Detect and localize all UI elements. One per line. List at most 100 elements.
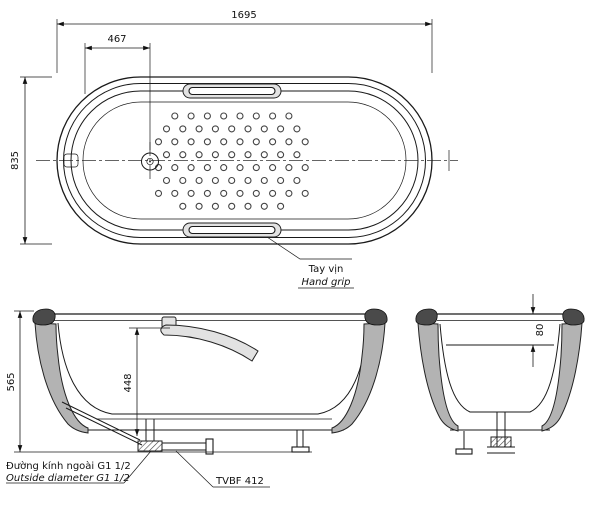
anti-slip-dot <box>252 112 260 120</box>
anti-slip-dot <box>236 189 244 197</box>
pipe-flange <box>205 438 214 455</box>
end-drain-plumbing <box>487 412 515 454</box>
anti-slip-dot <box>252 138 260 146</box>
side-right-wall-section <box>331 322 386 434</box>
anti-slip-dot <box>228 125 236 133</box>
anti-slip-dot <box>171 138 179 146</box>
anti-slip-dot <box>211 176 219 185</box>
anti-slip-dot <box>162 125 171 133</box>
anti-slip-dot <box>179 125 187 133</box>
anti-slip-dot <box>277 202 285 210</box>
anti-slip-dot <box>228 176 236 185</box>
dimension-1695: 1695 <box>56 10 433 73</box>
anti-slip-dot <box>285 112 293 120</box>
anti-slip-dot <box>162 176 171 185</box>
anti-slip-dot <box>187 164 195 172</box>
anti-slip-dot <box>260 125 268 133</box>
anti-slip-dot <box>260 176 268 185</box>
anti-slip-dot <box>179 176 187 185</box>
anti-slip-dot <box>220 164 228 172</box>
hand-grip-label-en: Hand grip <box>301 277 350 288</box>
side-view: 565 448 Đường kính ngoài G1 1/2 Outside … <box>6 308 388 488</box>
dim-467-label: 467 <box>107 34 126 45</box>
anti-slip-dot <box>285 189 293 197</box>
anti-slip-dot <box>277 125 285 133</box>
anti-slip-dot <box>211 125 219 133</box>
side-foot <box>291 430 310 453</box>
dimension-565: 565 <box>6 310 34 452</box>
dimension-467: 467 <box>84 34 151 150</box>
anti-slip-dot <box>195 151 203 159</box>
anti-slip-dot <box>211 202 219 210</box>
dim-565-label: 565 <box>6 372 17 391</box>
side-right-rim-cap <box>364 308 388 326</box>
end-view: 80 <box>415 294 585 455</box>
anti-slip-dot <box>203 112 211 120</box>
dim-835-label: 835 <box>10 151 21 170</box>
model-label: TVBF 412 <box>215 476 264 487</box>
dimension-835: 835 <box>10 76 52 245</box>
end-drain-trap <box>490 436 512 448</box>
anti-slip-dot <box>187 189 195 197</box>
anti-slip-dot <box>203 164 211 172</box>
anti-slip-dot <box>171 164 179 172</box>
end-left-wall-section <box>417 322 459 432</box>
anti-slip-dot <box>269 138 277 146</box>
end-right-wall-section <box>541 322 583 432</box>
overflow-mark <box>63 153 79 168</box>
anti-slip-dot <box>162 151 171 159</box>
outlet-callout: Đường kính ngoài G1 1/2 Outside diameter… <box>6 450 152 484</box>
anti-slip-dot <box>195 202 203 210</box>
dim-1695-label: 1695 <box>231 10 256 21</box>
anti-slip-dot <box>285 164 293 172</box>
anti-slip-dot <box>154 138 163 146</box>
anti-slip-dot <box>301 138 309 146</box>
anti-slip-dot <box>269 164 277 172</box>
hand-grip-top-plan <box>182 83 282 99</box>
hand-grip-side <box>160 316 259 362</box>
anti-slip-dot <box>293 151 301 159</box>
anti-slip-dot <box>203 138 211 146</box>
anti-slip-dot <box>244 125 252 133</box>
anti-slip-dot <box>179 202 187 210</box>
anti-slip-dot <box>220 138 228 146</box>
anti-slip-dot <box>228 202 236 210</box>
tub-outer-rim <box>56 76 433 245</box>
anti-slip-dot-pattern <box>154 112 309 210</box>
anti-slip-dot <box>301 189 309 197</box>
dimension-80: 80 <box>530 294 546 367</box>
anti-slip-dot <box>269 189 277 197</box>
anti-slip-dot <box>195 176 203 185</box>
dim-80-label: 80 <box>535 324 546 337</box>
anti-slip-dot <box>244 202 252 210</box>
anti-slip-dot <box>211 151 219 159</box>
outlet-label-vi: Đường kính ngoài G1 1/2 <box>6 460 131 472</box>
anti-slip-dot <box>285 138 293 146</box>
anti-slip-dot <box>269 112 277 120</box>
end-left-rim-cap <box>415 308 438 326</box>
anti-slip-dot <box>154 189 163 197</box>
anti-slip-dot <box>277 176 285 185</box>
anti-slip-dot <box>187 138 195 146</box>
anti-slip-dot <box>260 202 268 210</box>
hand-grip-label-vi: Tay vịn <box>308 264 344 275</box>
anti-slip-dot <box>171 112 179 120</box>
anti-slip-dot <box>179 151 187 159</box>
hand-grip-callout: Tay vịn Hand grip <box>266 236 354 289</box>
anti-slip-dot <box>195 125 203 133</box>
anti-slip-dot <box>171 189 179 197</box>
side-left-rim-cap <box>32 308 56 326</box>
outlet-label-en: Outside diameter G1 1/2 <box>6 473 130 484</box>
anti-slip-dot <box>228 151 236 159</box>
anti-slip-dot <box>236 164 244 172</box>
end-right-rim-cap <box>562 308 585 326</box>
basin-floor-edge <box>82 101 407 220</box>
model-callout: TVBF 412 <box>175 450 270 488</box>
anti-slip-dot <box>244 151 252 159</box>
anti-slip-dot <box>252 164 260 172</box>
hand-grip-bottom-plan <box>182 222 282 238</box>
anti-slip-dot <box>203 189 211 197</box>
top-view: 1695 467 835 Tay vịn Hand grip <box>10 10 458 289</box>
